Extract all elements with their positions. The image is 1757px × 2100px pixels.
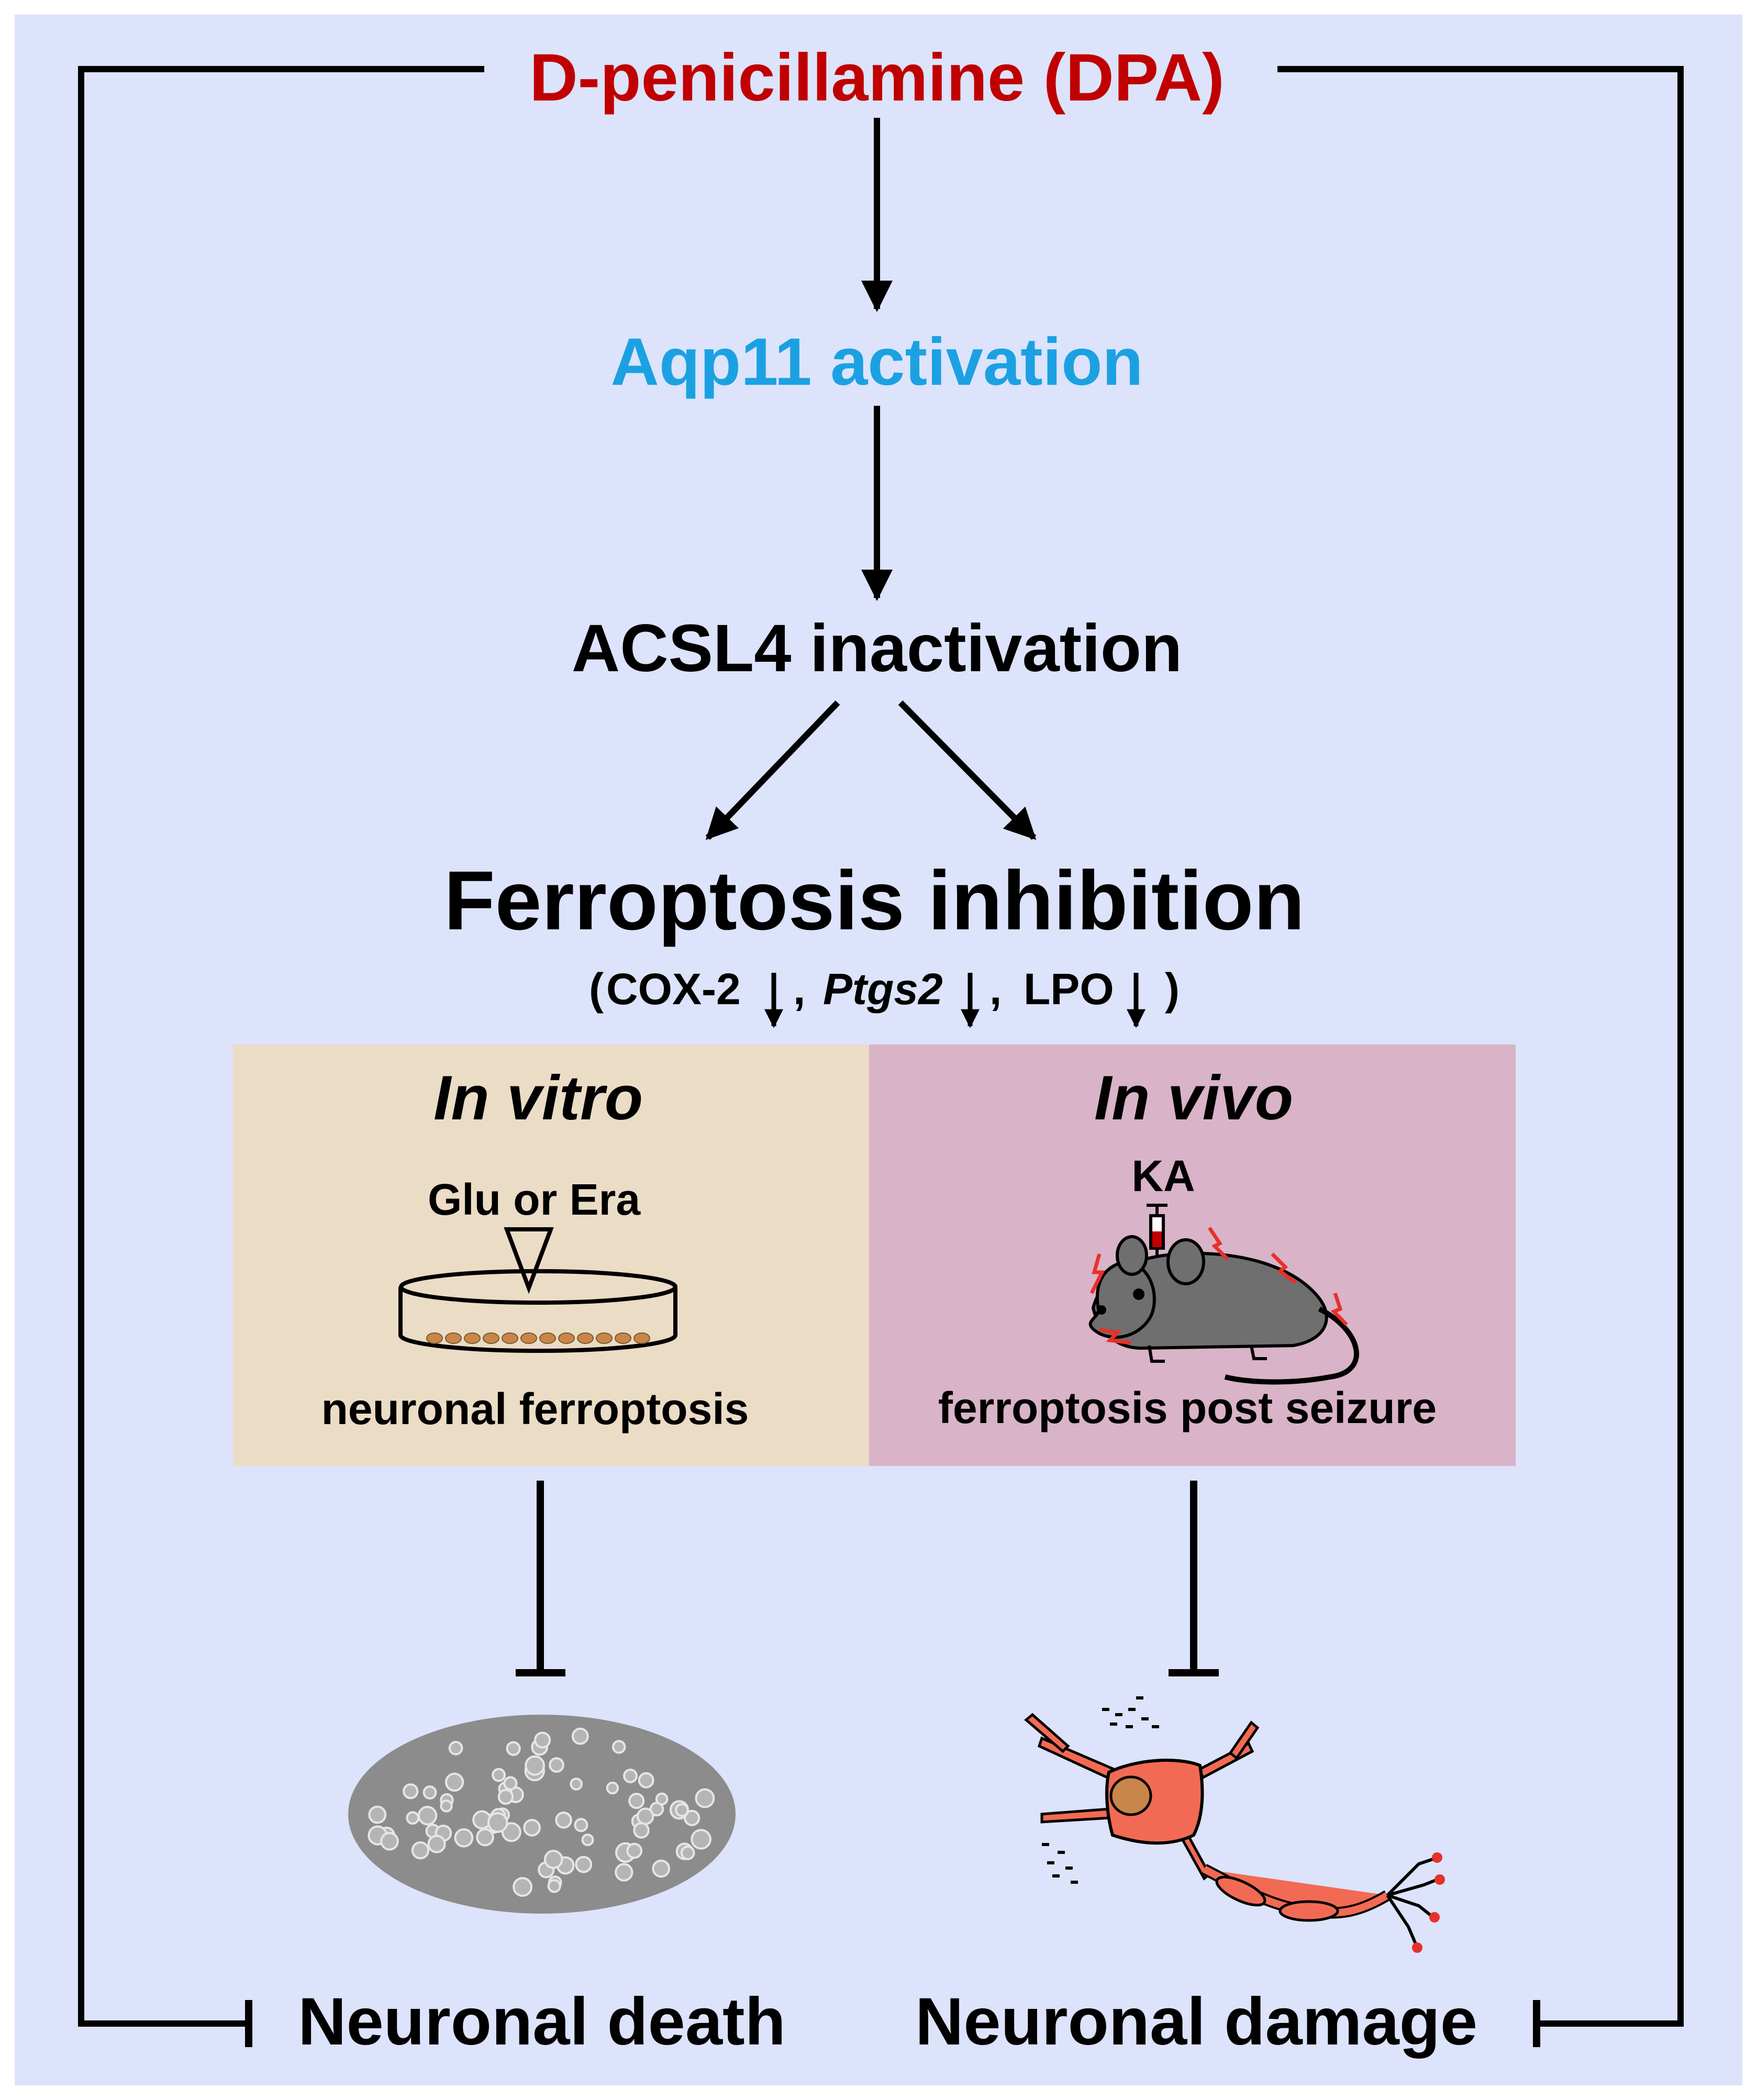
dead-cell [626,1842,642,1859]
marker-close-paren: ) [1165,964,1180,1014]
marker-ptgs2: Ptgs2 [823,964,943,1014]
dead-cell [534,1731,551,1749]
arrow-acsl4-right [898,700,1037,840]
in-vitro-treatment: Glu or Era [428,1175,641,1224]
in-vivo-treatment: KA [1131,1151,1195,1201]
neuronal-death-label: Neuronal death [298,1984,786,2059]
dead-cells-micrograph-icon [348,1715,736,1914]
dead-cell [368,1805,387,1824]
cell-dot [615,1332,631,1344]
dead-cell [422,1785,437,1800]
dead-cell [691,1829,711,1850]
dead-cell [497,1788,514,1805]
dead-cell [684,1809,700,1826]
triangle-pointer-icon [504,1227,554,1294]
dead-cell [427,1835,446,1853]
dead-cell [403,1783,419,1799]
lightning-icon [1089,1227,1348,1345]
marker-comma-2: , [989,964,1002,1014]
cell-dot [426,1332,443,1344]
dead-cell [581,1834,594,1847]
dead-cell [506,1741,521,1756]
marker-lpo: LPO [1024,964,1114,1014]
dead-cell [454,1828,474,1848]
dead-cell [476,1828,494,1847]
dead-cell [637,1807,654,1825]
dead-cell [628,1793,645,1809]
in-vitro-panel [233,1045,869,1466]
neuronal-damage-label: Neuronal damage [915,1984,1477,2059]
dead-cell [575,1855,593,1873]
dish-cells [426,1332,650,1344]
outer-inhibition-bars [245,2000,1540,2047]
cell-dot [596,1332,613,1344]
ferroptosis-inhibition-label: Ferroptosis inhibition [444,853,1305,947]
dead-cell [675,1803,689,1817]
in-vivo-title: In vivo [1094,1063,1293,1133]
dead-cell [492,1768,506,1782]
cell-dot [502,1332,518,1344]
cell-dot [483,1332,499,1344]
dead-cell [501,1822,521,1842]
dead-cell [503,1776,518,1791]
inhibition-panels-to-outcomes [516,1481,1219,1676]
outer-inhibition-bracket [78,66,1684,2027]
acsl4-inactivation-label: ACSL4 inactivation [572,611,1182,686]
cell-dot [445,1332,462,1344]
cell-dot [558,1332,575,1344]
dead-cell [525,1755,545,1776]
dead-cell [440,1799,453,1813]
dead-cell [638,1772,654,1788]
dead-cell [633,1822,650,1839]
dead-cell [380,1832,399,1851]
in-vitro-caption: neuronal ferroptosis [321,1384,749,1434]
dead-cell [606,1781,619,1795]
mouse-icon [1088,1235,1359,1385]
dead-cell [547,1879,561,1893]
in-vitro-title: In vitro [433,1063,643,1133]
dead-cell [445,1772,464,1792]
dead-cell [513,1877,532,1897]
dead-cell [487,1812,508,1833]
arrow-acsl4-left [705,700,840,840]
dead-cell [655,1792,669,1806]
dead-cell [555,1812,572,1829]
dead-cell [574,1818,588,1832]
marker-open-paren: ( [589,964,604,1014]
dead-cell [570,1777,583,1791]
micrograph-cells [368,1727,715,1897]
marker-list: ( COX-2 , Ptgs2 , LPO ) [589,964,1180,1028]
dead-cell [417,1806,438,1826]
dead-cell [652,1859,670,1878]
cell-dot [539,1332,556,1344]
dead-cell [549,1757,564,1773]
dead-cell [523,1819,541,1837]
dead-cell [680,1846,695,1860]
dead-cell [448,1741,463,1755]
dead-cell [411,1841,430,1860]
marker-comma-1: , [793,964,805,1014]
drug-title: D-penicillamine (DPA) [529,40,1225,115]
dead-cell [612,1740,626,1754]
in-vivo-caption: ferroptosis post seizure [938,1383,1437,1432]
cell-dot [520,1332,537,1344]
cell-dot [577,1332,594,1344]
dead-cell [543,1850,563,1869]
aqp11-activation-label: Aqp11 activation [610,325,1143,399]
petri-dish-icon [398,1269,677,1353]
damaged-neuron-icon [1024,1696,1445,1953]
dead-cell [623,1769,638,1783]
cell-dot [464,1332,481,1344]
dead-cell [571,1727,589,1745]
cell-dot [633,1332,650,1344]
marker-cox2: COX-2 [606,964,741,1014]
dead-cell [406,1811,420,1825]
dead-cell [695,1788,715,1808]
syringe-icon [1147,1204,1167,1267]
dead-cell [615,1863,633,1882]
